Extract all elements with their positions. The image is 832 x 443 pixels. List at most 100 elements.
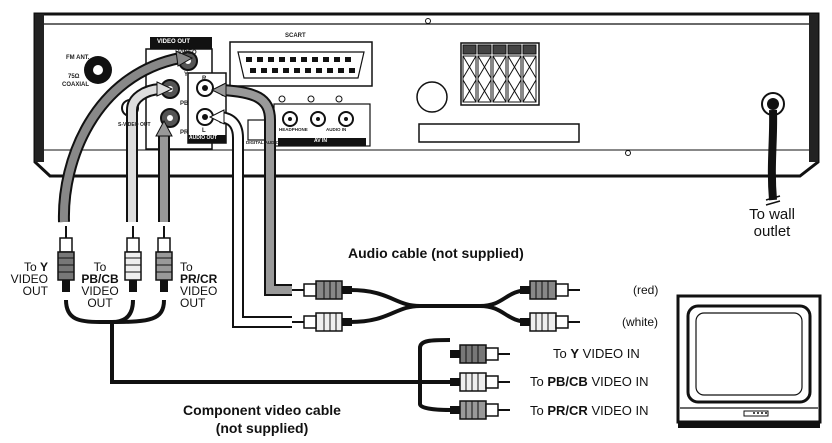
horizontal-plug <box>520 312 580 332</box>
y-line2: VIDEO <box>10 272 48 286</box>
wall-outlet-line1: To wall <box>749 206 795 223</box>
horizontal-plug <box>292 280 352 300</box>
component-cable-line1: Component video cable <box>183 402 341 418</box>
plug-boot <box>450 378 460 386</box>
y-line3: OUT <box>22 284 48 298</box>
speaker-terminal-frame <box>522 55 537 103</box>
plug-body <box>155 251 173 281</box>
speaker-terminal-frame <box>507 55 522 103</box>
audio-cable-label: Audio cable (not supplied) <box>348 245 524 261</box>
speaker-terminal-frame <box>492 55 507 103</box>
y-video-out-label: To Y VIDEO OUT <box>2 261 48 297</box>
plug-body <box>459 344 487 364</box>
digital-audio-label: DIGITAL AUDIO <box>246 140 280 145</box>
plug-boot <box>450 406 460 414</box>
speaker-terminal-cap <box>507 44 522 55</box>
plug-sleeve <box>59 237 73 253</box>
pb-label: PB <box>180 101 189 107</box>
horizontal-plug <box>450 372 510 392</box>
speaker-terminal-cap <box>477 44 492 55</box>
plug-sleeve <box>485 375 499 389</box>
tv-pb-signal: PB/CB <box>547 374 588 389</box>
speaker-terminals <box>460 42 540 106</box>
speaker-terminal-cap <box>522 44 537 55</box>
scart-pin <box>305 68 311 73</box>
plug-sleeve <box>303 315 317 329</box>
plug-sleeve <box>126 237 140 253</box>
pb-signal: PB/CB <box>81 272 119 286</box>
tv-pr-to: To <box>530 403 544 418</box>
pr-signal: PR/CR <box>180 272 218 286</box>
tv-pb-input-label: To PB/CB VIDEO IN <box>530 375 649 388</box>
component-video-cable <box>64 299 451 412</box>
plug-sleeve <box>157 237 171 253</box>
speaker-terminal-clip <box>462 55 477 103</box>
scart-pin <box>323 57 329 62</box>
plug-body <box>57 251 75 281</box>
y-signal: Y <box>39 260 48 274</box>
av-in-label: AV IN <box>314 138 327 144</box>
horizontal-plug <box>450 400 510 420</box>
component-video-arrows <box>57 50 194 223</box>
scart-pin <box>312 57 318 62</box>
audio-in-label: AUDIO IN <box>326 127 347 132</box>
video-out-label: VIDEO OUT <box>157 39 191 45</box>
scart-pin <box>246 57 252 62</box>
plug-boot <box>520 318 530 326</box>
tv-y-signal: Y <box>570 346 580 361</box>
pr-video-out-label: To PR/CR VIDEO OUT <box>180 261 228 309</box>
scart-pin <box>294 68 300 73</box>
plug-boot <box>160 280 168 292</box>
y-label: Y <box>184 72 189 78</box>
scart-pin <box>250 68 256 73</box>
tv-pb-rest: VIDEO IN <box>591 374 649 389</box>
plug-sleeve <box>555 283 569 297</box>
pr-line3: OUT <box>180 296 206 310</box>
plug-boot <box>520 286 530 294</box>
left-component-plugs <box>57 226 173 292</box>
scart-pin <box>272 68 278 73</box>
video-label: VIDEO <box>178 50 197 56</box>
scart-pin <box>338 68 344 73</box>
s-video-out-label: S-VIDEO OUT <box>118 122 151 128</box>
audio-out-label: AUDIO OUT <box>189 135 218 141</box>
plug-boot <box>342 318 352 326</box>
headphone-label: HEADPHONE <box>279 127 308 132</box>
tv-pr-signal: PR/CR <box>547 403 588 418</box>
plug-sleeve <box>485 403 499 417</box>
horizontal-plug <box>520 280 580 300</box>
wall-outlet-label: To wall outlet <box>742 206 802 240</box>
tv-pb-to: To <box>530 374 544 389</box>
speaker-terminal-clip <box>522 55 537 103</box>
speaker-terminal-cap <box>462 44 477 55</box>
white-label: (white) <box>622 315 659 329</box>
tv-y-rest: VIDEO IN <box>582 346 640 361</box>
tv-pr-rest: VIDEO IN <box>591 403 649 418</box>
red-label: (red) <box>633 283 659 297</box>
pr-line2: VIDEO <box>180 284 218 298</box>
scart-pin <box>349 68 355 73</box>
scart-pin <box>334 57 340 62</box>
pb-line3: OUT <box>87 296 113 310</box>
speaker-terminal-frame <box>477 55 492 103</box>
r-label: R <box>202 76 207 82</box>
plug-body <box>529 312 557 332</box>
audio-cable-wire <box>349 304 531 324</box>
scart-pin <box>345 57 351 62</box>
component-cable-line2: (not supplied) <box>215 420 309 436</box>
speaker-terminal-clip <box>477 55 492 103</box>
scart-pin <box>301 57 307 62</box>
plug-body <box>529 280 557 300</box>
l-label: L <box>202 128 206 134</box>
scart-pin <box>316 68 322 73</box>
audio-out-block <box>187 72 227 144</box>
scart-connector <box>229 41 373 87</box>
tv-pr-input-label: To PR/CR VIDEO IN <box>530 404 649 417</box>
speaker-terminal-clip <box>492 55 507 103</box>
tv-y-to: To <box>553 346 567 361</box>
tv-component-plugs <box>450 344 510 420</box>
scart-pin <box>327 68 333 73</box>
scart-pin <box>290 57 296 62</box>
plug-body <box>459 372 487 392</box>
television <box>676 294 822 428</box>
